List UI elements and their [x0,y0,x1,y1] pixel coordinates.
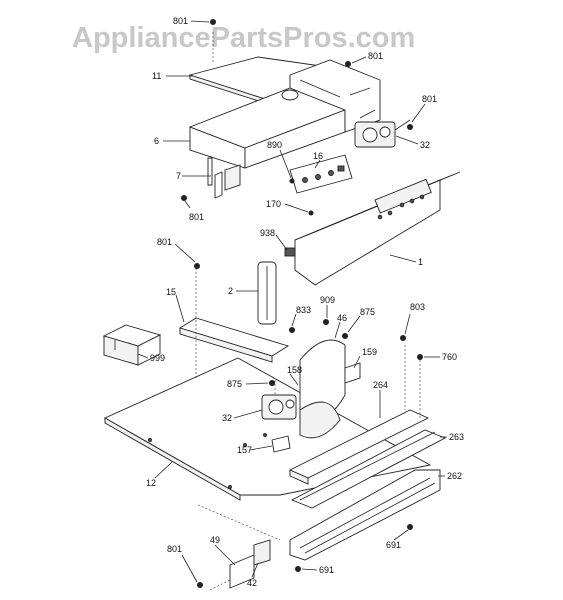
callout-801: 801 [157,237,172,247]
part-157-bracket [271,435,291,453]
callout-263: 263 [449,432,464,442]
part-6-side-frame [188,87,347,199]
callout-2: 2 [228,286,233,296]
callout-890: 890 [267,140,282,150]
callout-833: 833 [296,305,311,315]
callout-909: 909 [320,295,335,305]
callout-1: 1 [418,257,423,267]
part-32-motor-lower [261,394,297,420]
callout-32: 32 [420,140,430,150]
callout-938: 938 [260,228,275,238]
part-11-top-cover [188,56,337,105]
part-938-knob [284,247,296,257]
callout-691: 691 [319,565,334,575]
callout-264: 264 [373,380,388,390]
callout-49: 49 [210,535,220,545]
callout-875: 875 [227,379,242,389]
part-1-control-panel [294,171,461,286]
callout-12: 12 [146,478,156,488]
callout-262: 262 [447,471,462,481]
part-263-trim [290,429,447,509]
rear-wall [281,59,381,133]
callout-691: 691 [386,540,401,550]
callout-801: 801 [173,16,188,26]
part-264-front-rail [288,409,430,485]
part-159-bracket [344,362,361,384]
screws [181,19,423,588]
callout-801: 801 [189,212,204,222]
watermark-text: AppliancePartsPros.com [72,22,415,54]
part-49-bracket [229,539,271,589]
callout-875: 875 [360,307,375,317]
part-16-control-board [289,154,353,194]
callout-157: 157 [237,445,252,455]
callout-6: 6 [154,136,159,146]
callout-803: 803 [410,302,425,312]
callout-11: 11 [152,71,161,81]
callout-760: 760 [442,352,457,362]
callout-32: 32 [222,413,232,423]
callout-159: 159 [362,347,377,357]
callout-42: 42 [247,578,257,588]
part-46-fan-housing [299,339,346,439]
callout-801: 801 [167,544,182,554]
callout-16: 16 [313,151,323,161]
callout-7: 7 [176,171,181,181]
part-999-box [102,324,162,366]
callout-999: 999 [150,353,165,363]
part-262-vent-grille [289,469,441,561]
callout-170: 170 [266,199,281,209]
callout-46: 46 [337,313,347,323]
callout-labels: 801 11 801 801 32 6 890 16 7 801 170 938… [146,16,464,588]
callout-801: 801 [422,94,437,104]
callout-15: 15 [166,287,176,297]
part-15-rail [178,317,290,363]
part-32-motor-top [354,109,411,148]
callout-158: 158 [287,365,302,375]
part-2-handle-bar [257,261,277,325]
leader-lines [137,20,447,583]
callout-801: 801 [368,51,383,61]
